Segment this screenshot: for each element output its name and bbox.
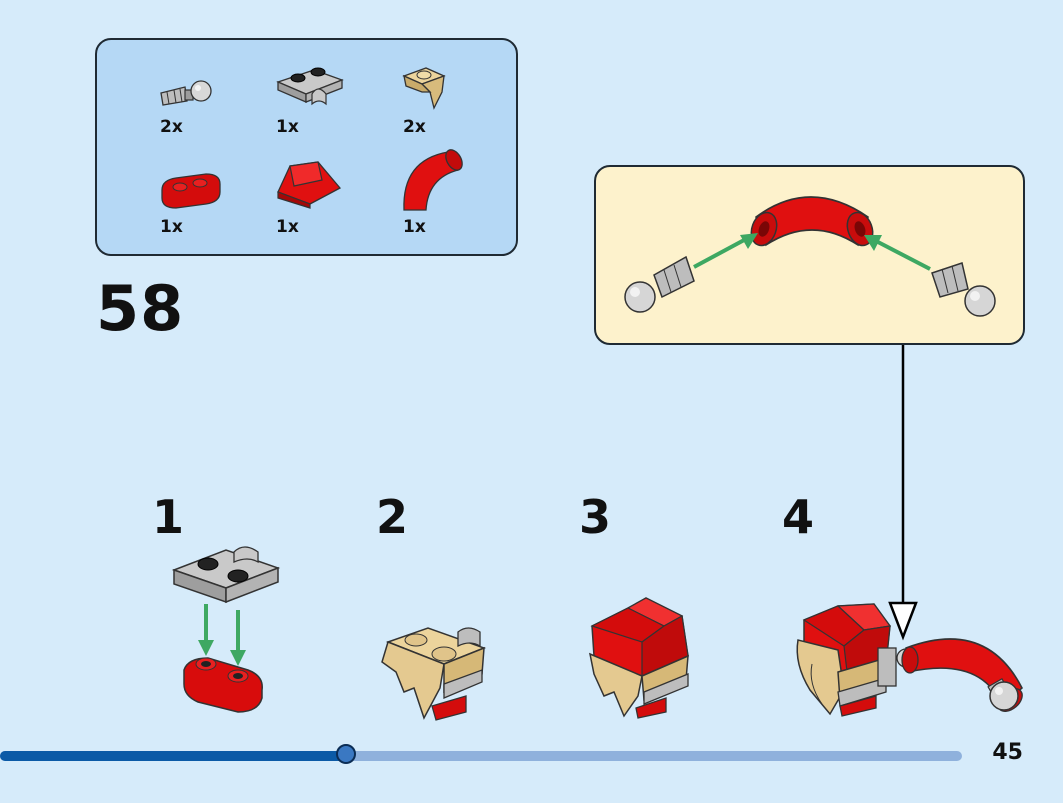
part-quantity: 1x <box>276 217 299 237</box>
step-number: 58 <box>96 272 185 345</box>
callout-pointer-arrow <box>888 345 918 641</box>
substep-label: 1 <box>152 490 185 544</box>
part-quantity: 1x <box>403 217 426 237</box>
substep-label: 2 <box>376 490 409 544</box>
progress-bar-fill <box>0 751 346 761</box>
red-wedge-slope-icon <box>277 161 342 209</box>
gray-clip-plate-icon <box>276 67 344 106</box>
substep-3-illustration <box>588 597 689 719</box>
progress-bar-knob[interactable] <box>336 744 356 764</box>
substep-2-illustration <box>381 627 487 721</box>
part-quantity: 2x <box>403 117 426 137</box>
part-quantity: 1x <box>160 217 183 237</box>
part-quantity: 1x <box>276 117 299 137</box>
assembly-arrow-left <box>693 233 758 269</box>
assembly-arrow-right <box>864 235 931 271</box>
ball-joint-connector-right <box>931 262 996 317</box>
ball-joint-connector-icon <box>160 80 212 106</box>
tan-bracket-icon <box>402 67 446 110</box>
substep-label: 4 <box>782 490 815 544</box>
subassembly-callout-panel <box>594 165 1025 345</box>
part-quantity: 2x <box>160 117 183 137</box>
substep-4-illustration <box>796 603 1023 717</box>
ball-joint-connector-left <box>624 255 695 313</box>
page-number: 45 <box>992 740 1023 765</box>
substep-1-illustration <box>171 546 281 713</box>
subassembly-illustration <box>624 196 996 317</box>
substep-label: 3 <box>579 490 612 544</box>
red-curved-tube <box>750 196 874 247</box>
red-plate-1x2-icon <box>161 173 221 209</box>
progress-bar-track <box>0 751 962 761</box>
red-curved-tube-icon <box>403 149 463 211</box>
